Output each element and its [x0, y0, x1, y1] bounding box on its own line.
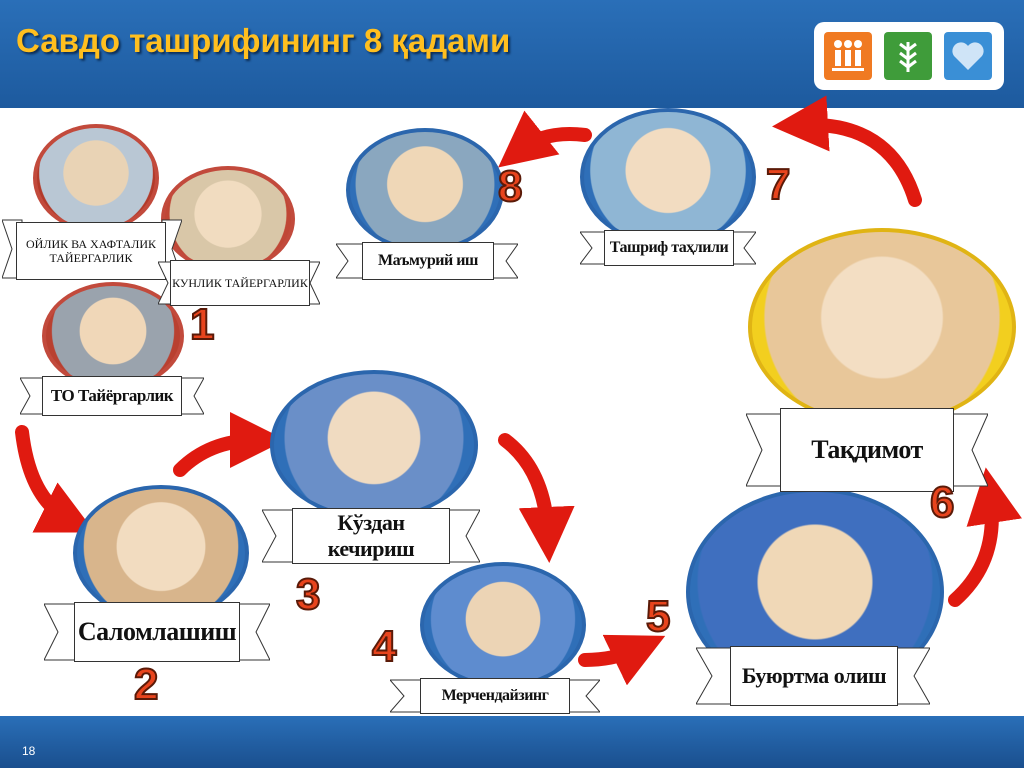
heart-icon [944, 32, 992, 80]
banner-step-7: Ташриф таҳлили [580, 230, 756, 266]
arrow-4-to-5 [578, 634, 666, 686]
banner-step-8: Маъмурий иш [336, 242, 518, 280]
illustration-greeting [73, 485, 249, 621]
step-number-5: 5 [645, 591, 672, 642]
arrow-6-to-7 [772, 95, 922, 207]
illustration-monthly-prep [33, 124, 159, 232]
banner-weekly-prep: ОЙЛИК ВА ХАФТАЛИК ТАЙЕРГАРЛИК [2, 216, 182, 286]
arrow-prep-to-1 [15, 425, 96, 533]
step-number-2: 2 [133, 659, 160, 710]
label-merchandising: Мерчендайзинг [420, 678, 570, 714]
banner-step-1: Саломлашиш [44, 602, 270, 662]
label-visit-analysis: Ташриф таҳлили [604, 230, 734, 266]
step-number-1: 1 [189, 299, 216, 350]
banner-daily-prep: КУНЛИК ТАЙЕРГАРЛИК [158, 256, 320, 308]
label-admin-work: Маъмурий иш [362, 242, 494, 280]
slide-title: Савдо ташрифининг 8 қадами [16, 22, 511, 59]
banner-step-3: Кўздан кечириш [262, 508, 480, 564]
label-inspection: Кўздан кечириш [292, 508, 450, 564]
illustration-merchandising [420, 562, 586, 688]
people-icon [824, 32, 872, 80]
label-to-prep: ТО Тайёргарлик [42, 376, 182, 416]
arrow-7-to-8 [498, 110, 592, 168]
label-weekly-prep: ОЙЛИК ВА ХАФТАЛИК ТАЙЕРГАРЛИК [16, 222, 166, 280]
banner-step-6: Тақдимот [746, 408, 988, 492]
banner-to-prep: ТО Тайёргарлик [20, 376, 204, 416]
step-number-6: 6 [929, 477, 956, 528]
label-order: Буюртма олиш [730, 646, 898, 706]
illustration-presentation [748, 228, 1016, 426]
banner-step-4: Мерчендайзинг [390, 678, 600, 714]
step-number-4: 4 [371, 621, 398, 672]
label-greeting: Саломлашиш [74, 602, 240, 662]
wheat-icon [884, 32, 932, 80]
label-daily-prep: КУНЛИК ТАЙЕРГАРЛИК [170, 260, 310, 306]
page-number: 18 [22, 744, 36, 758]
arrow-5-to-6 [948, 467, 1022, 607]
step-number-8: 8 [497, 161, 524, 212]
logo-panel [814, 22, 1004, 90]
banner-step-5: Буюртма олиш [696, 646, 930, 706]
footer-bar [0, 716, 1024, 768]
step-number-7: 7 [765, 159, 792, 210]
illustration-visit-analysis [580, 108, 756, 246]
arrow-3-to-4 [498, 433, 575, 563]
illustration-admin-work [346, 128, 504, 252]
illustration-inspection [270, 370, 478, 520]
label-presentation: Тақдимот [780, 408, 954, 492]
step-number-3: 3 [295, 569, 322, 620]
arrow-1-to-3 [173, 412, 286, 477]
